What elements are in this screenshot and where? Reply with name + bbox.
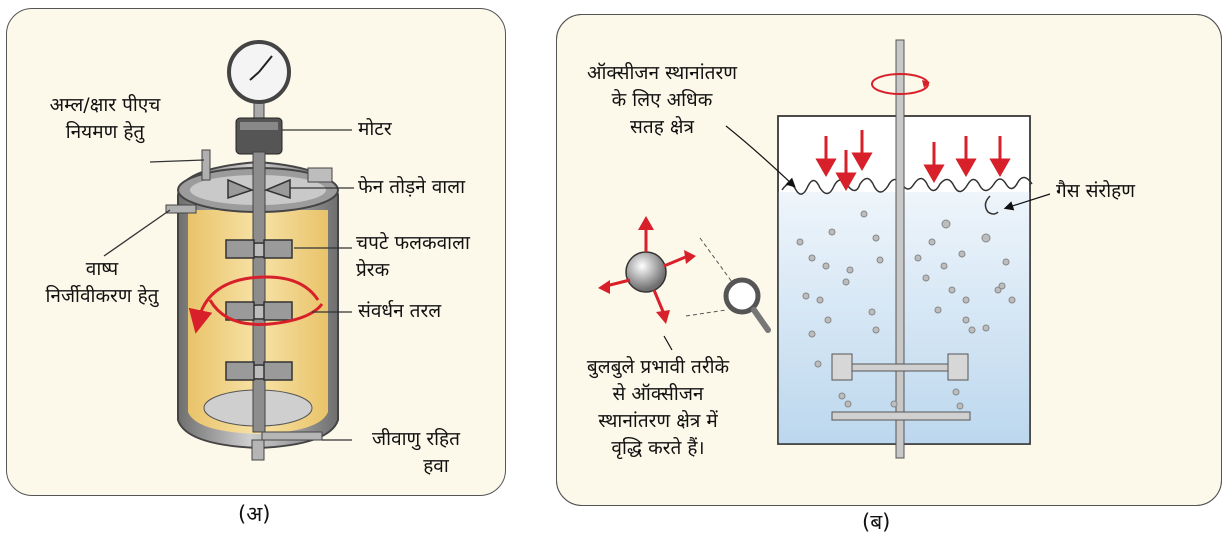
label-sterile-air-line1: जीवाणु रहित [372, 428, 460, 450]
label-impeller-line1: चपटे फलकवाला [356, 232, 470, 254]
label-sterile-air-line2: हवा [423, 455, 449, 477]
gas-bubbles [796, 210, 1016, 410]
magnifier-icon [685, 237, 771, 333]
motor-block [235, 117, 283, 155]
label-gas-holdup: गैस संरोहण [1056, 180, 1135, 202]
leader-lines-a [103, 129, 354, 441]
label-bubbles-line3: स्थानांतरण क्षेत्र में [598, 410, 718, 432]
label-impeller-line2: प्रेरक [356, 259, 390, 281]
label-steam: वाष्प निर्जीवीकरण हेतु [22, 256, 182, 310]
label-steam-line2: निर्जीवीकरण हेतु [45, 285, 159, 307]
label-acid-base-line2: नियमण हेतु [65, 121, 145, 143]
label-surface-line1: ऑक्सीजन स्थानांतरण [586, 62, 737, 84]
label-bubbles-line2: से ऑक्सीजन [612, 383, 704, 405]
label-bubbles-line1: बुलबुले प्रभावी तरीके [586, 356, 730, 378]
agitator-b [831, 39, 971, 459]
label-impeller: चपटे फलकवाला प्रेरक [356, 230, 470, 284]
label-surface-line3: सतह क्षेत्र [630, 116, 694, 138]
label-culture: संवर्धन तरल [358, 300, 442, 322]
circulation-arrows [188, 275, 324, 334]
label-bubbles-line4: वृद्धि करते हैं। [611, 437, 705, 459]
label-motor: मोटर [358, 118, 392, 140]
label-surface-area: ऑक्सीजन स्थानांतरण के लिए अधिक सतह क्षेत… [562, 60, 762, 141]
caption-b: (ब) [862, 510, 891, 534]
label-bubbles: बुलबुले प्रभावी तरीके से ऑक्सीजन स्थानां… [560, 354, 756, 462]
agitator-shaft [252, 151, 266, 433]
label-foam-breaker: फेन तोड़ने वाला [358, 176, 466, 198]
label-surface-line2: के लिए अधिक [611, 89, 713, 111]
label-sterile-air: जीवाणु रहित हवा [356, 426, 476, 480]
impeller-blades [225, 178, 293, 381]
caption-a: (अ) [238, 502, 271, 526]
label-acid-base: अम्ल/क्षार पीएच नियमण हेतु [20, 92, 190, 146]
pressure-gauge-icon [227, 40, 291, 121]
oxygen-arrows [815, 130, 1011, 192]
label-steam-line1: वाष्प [85, 258, 119, 280]
bubble-arrows-icon [598, 216, 696, 324]
label-acid-base-line1: अम्ल/क्षार पीएच [49, 94, 161, 116]
leader-lines-b [663, 125, 1051, 351]
